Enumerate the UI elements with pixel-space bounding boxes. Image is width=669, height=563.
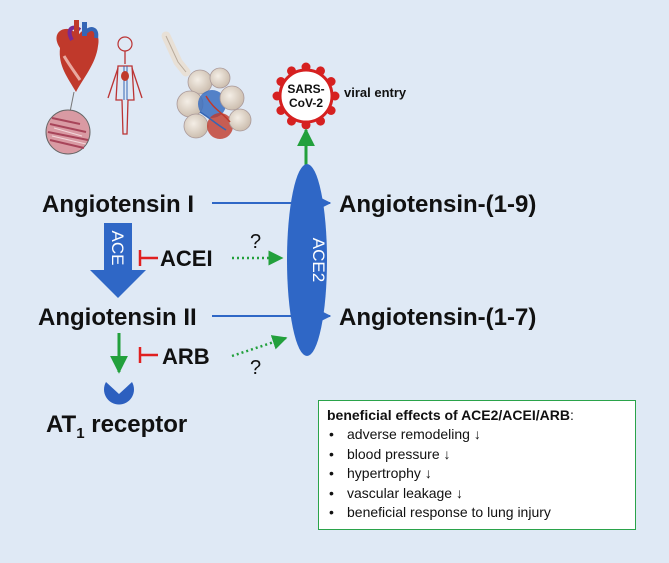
angiotensin-1-7-label: Angiotensin-(1-7) bbox=[339, 304, 536, 331]
angiotensin-2-label: Angiotensin II bbox=[38, 304, 197, 331]
arb-inhibition-symbol bbox=[138, 347, 158, 363]
list-item: •hypertrophy ↓ bbox=[329, 465, 432, 481]
virus-label-line2: CoV-2 bbox=[289, 96, 323, 110]
angiotensin-1-label: Angiotensin I bbox=[42, 191, 194, 218]
beneficial-effects-box: beneficial effects of ACE2/ACEI/ARB: •ad… bbox=[318, 400, 636, 530]
virus-icon: SARS- CoV-2 bbox=[272, 62, 340, 130]
angiotensin-1-9-label: Angiotensin-(1-9) bbox=[339, 191, 536, 218]
ace2-label: ACE2 bbox=[309, 238, 328, 282]
arb-question-mark: ? bbox=[250, 357, 261, 379]
acei-label: ACEI bbox=[160, 246, 213, 271]
virus-label-line1: SARS- bbox=[287, 82, 324, 96]
list-item: •beneficial response to lung injury bbox=[329, 504, 551, 520]
receptor-icon bbox=[103, 382, 134, 405]
effects-box-title: beneficial effects of ACE2/ACEI/ARB: bbox=[327, 407, 574, 423]
list-item: •blood pressure ↓ bbox=[329, 445, 451, 462]
arb-label: ARB bbox=[162, 344, 210, 369]
heart-tissue-magnifier-icon bbox=[45, 91, 91, 155]
vascular-system-icon bbox=[107, 36, 143, 135]
effects-list: •adverse remodeling ↓ •blood pressure ↓ … bbox=[327, 425, 627, 523]
list-item: •adverse remodeling ↓ bbox=[329, 426, 481, 442]
lungs-icon bbox=[161, 31, 252, 139]
ace-enzyme-arrow: ACE bbox=[90, 223, 146, 298]
acei-inhibition-symbol bbox=[138, 250, 158, 266]
arb-to-ace2-dotted-arrow bbox=[231, 335, 288, 358]
ace-label: ACE bbox=[108, 231, 127, 266]
at1-receptor-label: AT1 receptor bbox=[46, 411, 187, 442]
viral-entry-label: viral entry bbox=[344, 85, 407, 100]
list-item: •vascular leakage ↓ bbox=[329, 484, 463, 501]
ace2-enzyme: ACE2 bbox=[287, 164, 328, 356]
heart-icon bbox=[56, 20, 99, 93]
acei-question-mark: ? bbox=[250, 231, 261, 253]
